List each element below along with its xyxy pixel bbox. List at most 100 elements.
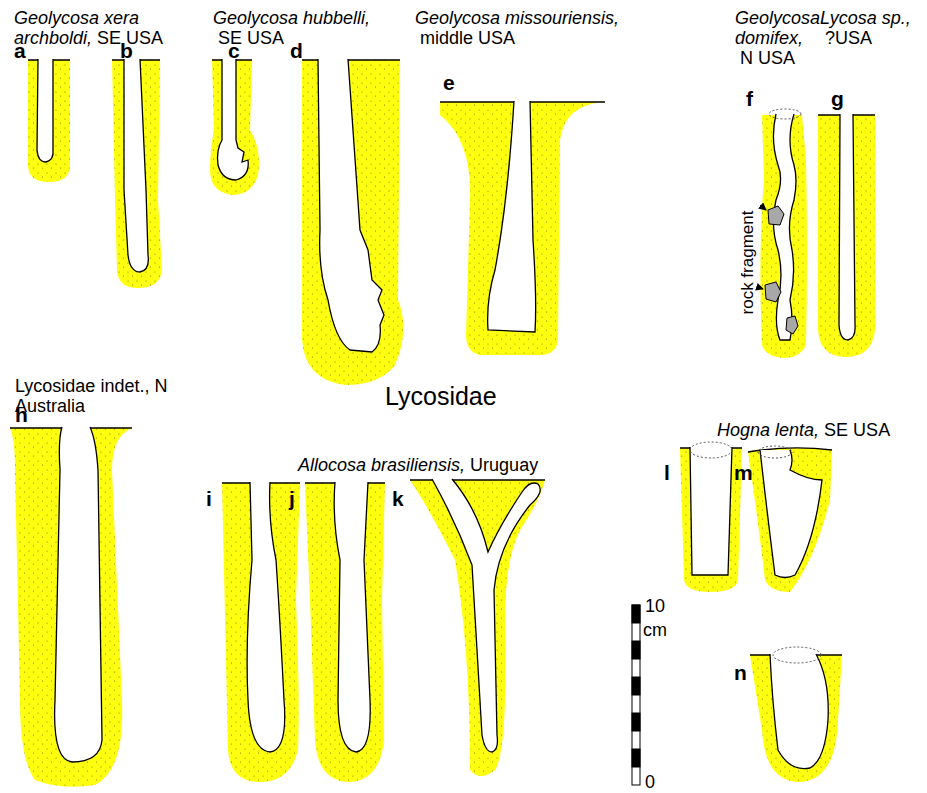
drawing-part xyxy=(334,482,370,752)
drawing-part xyxy=(28,60,70,182)
drawing-part xyxy=(773,114,796,340)
drawing-part xyxy=(488,101,536,332)
drawing-part xyxy=(680,448,742,592)
label-group: d xyxy=(290,40,303,62)
locality: middle USA xyxy=(420,28,515,48)
label-group: Allocosa brasiliensis,Uruguay xyxy=(298,455,618,475)
panel-letter: g xyxy=(831,87,844,110)
drawing-part xyxy=(770,654,828,769)
drawing-part xyxy=(440,102,605,355)
label-group: Geolycosa missouriensis,middle USA xyxy=(415,8,625,48)
scale-number: 0 xyxy=(645,772,655,792)
drawing-part xyxy=(210,60,259,195)
drawing-part xyxy=(690,447,732,575)
drawing-part xyxy=(839,114,855,340)
label-group: rock fragment xyxy=(738,210,759,314)
drawing-part xyxy=(758,446,792,458)
panel-letter: a xyxy=(14,39,26,62)
panel-letter: l xyxy=(664,461,670,484)
leader-arrows xyxy=(760,205,766,289)
drawing-part xyxy=(410,480,545,776)
locality: SE USA xyxy=(218,28,284,48)
drawing-part xyxy=(760,288,763,289)
label-group: f xyxy=(746,88,753,110)
ground-surface xyxy=(10,60,875,655)
callout-label: rock fragment xyxy=(739,210,758,314)
drawing-part xyxy=(37,59,53,162)
label-group: a xyxy=(14,40,26,62)
species-name: Hogna lenta, xyxy=(717,420,819,440)
drawing-part xyxy=(55,427,102,762)
panel-letter: i xyxy=(206,487,212,510)
label-group: Lycosa sp.,?USA xyxy=(820,8,920,48)
drawing-part xyxy=(432,479,540,752)
drawing-part xyxy=(750,655,842,782)
drawing-part xyxy=(773,647,821,663)
label-group: Hogna lenta,SE USA xyxy=(717,420,922,440)
drawing-part xyxy=(632,605,640,623)
scale-unit: cm xyxy=(643,620,667,640)
panel-letter: j xyxy=(289,487,295,510)
label-group: h xyxy=(15,404,28,426)
drawing-part xyxy=(218,59,249,180)
panel-letter: b xyxy=(120,39,133,62)
label-group: c xyxy=(228,40,240,62)
drawing-part xyxy=(760,205,766,210)
label-group: j xyxy=(289,488,295,510)
drawing-part xyxy=(222,483,300,782)
drawing-part xyxy=(318,59,384,352)
drawing-part xyxy=(10,428,132,787)
label-group: k xyxy=(392,488,404,510)
label-group: Geolycosa hubbelli,SE USA xyxy=(213,8,393,48)
panel-letter: k xyxy=(392,487,404,510)
drawing-part xyxy=(302,59,400,60)
family-title: Lycosidae xyxy=(385,382,497,410)
drawing-part xyxy=(247,482,285,752)
label-group: Geolycosa xera archboldi,SE USA xyxy=(14,8,189,48)
panel-letter: c xyxy=(228,39,240,62)
locality: SE USA xyxy=(824,420,890,440)
label-group: b xyxy=(120,40,133,62)
group-title: Lycosidae indet., N Australia xyxy=(15,376,167,416)
drawing-part xyxy=(632,713,640,731)
rock-fragments xyxy=(765,206,798,334)
locality: Uruguay xyxy=(470,455,538,475)
drawing-part xyxy=(760,450,822,578)
drawing-part xyxy=(305,483,385,782)
burrow-opening xyxy=(690,109,821,663)
panel-letter: f xyxy=(746,87,753,110)
locality: ?USA xyxy=(825,28,872,48)
burrow-walls xyxy=(10,60,875,787)
species-name: Geolycosa domifex, xyxy=(735,8,820,48)
drawing-part xyxy=(765,282,781,302)
burrow-cavities xyxy=(37,59,855,769)
label-group: m xyxy=(734,462,753,484)
panel-letter: e xyxy=(443,71,455,94)
drawing-part xyxy=(632,641,640,659)
label-group: Lycosidae indet., N Australia xyxy=(15,376,175,416)
label-group: i xyxy=(206,488,212,510)
drawing-part xyxy=(632,677,640,695)
drawing-part xyxy=(124,59,148,272)
drawing-part xyxy=(690,442,732,458)
label-group: cm xyxy=(643,620,667,640)
locality: N USA xyxy=(740,48,795,68)
species-name: Allocosa brasiliensis, xyxy=(298,455,465,475)
label-group: e xyxy=(443,72,455,94)
drawing-part xyxy=(302,60,403,385)
species-name: Geolycosa hubbelli, xyxy=(213,8,370,28)
drawing-part xyxy=(769,109,801,119)
drawing-part xyxy=(748,448,832,592)
drawing-part xyxy=(760,115,807,358)
panel-letter: d xyxy=(290,39,303,62)
species-name: Lycosa sp., xyxy=(820,8,911,28)
drawing-part xyxy=(786,316,798,334)
drawing-part xyxy=(410,479,545,480)
drawing-part xyxy=(818,115,875,357)
drawing-part xyxy=(768,206,784,225)
label-group: g xyxy=(831,88,844,110)
label-group: Lycosidae xyxy=(385,382,497,410)
drawing-part xyxy=(112,60,162,288)
panel-letter: n xyxy=(734,661,747,684)
label-group: 10 xyxy=(645,596,665,616)
